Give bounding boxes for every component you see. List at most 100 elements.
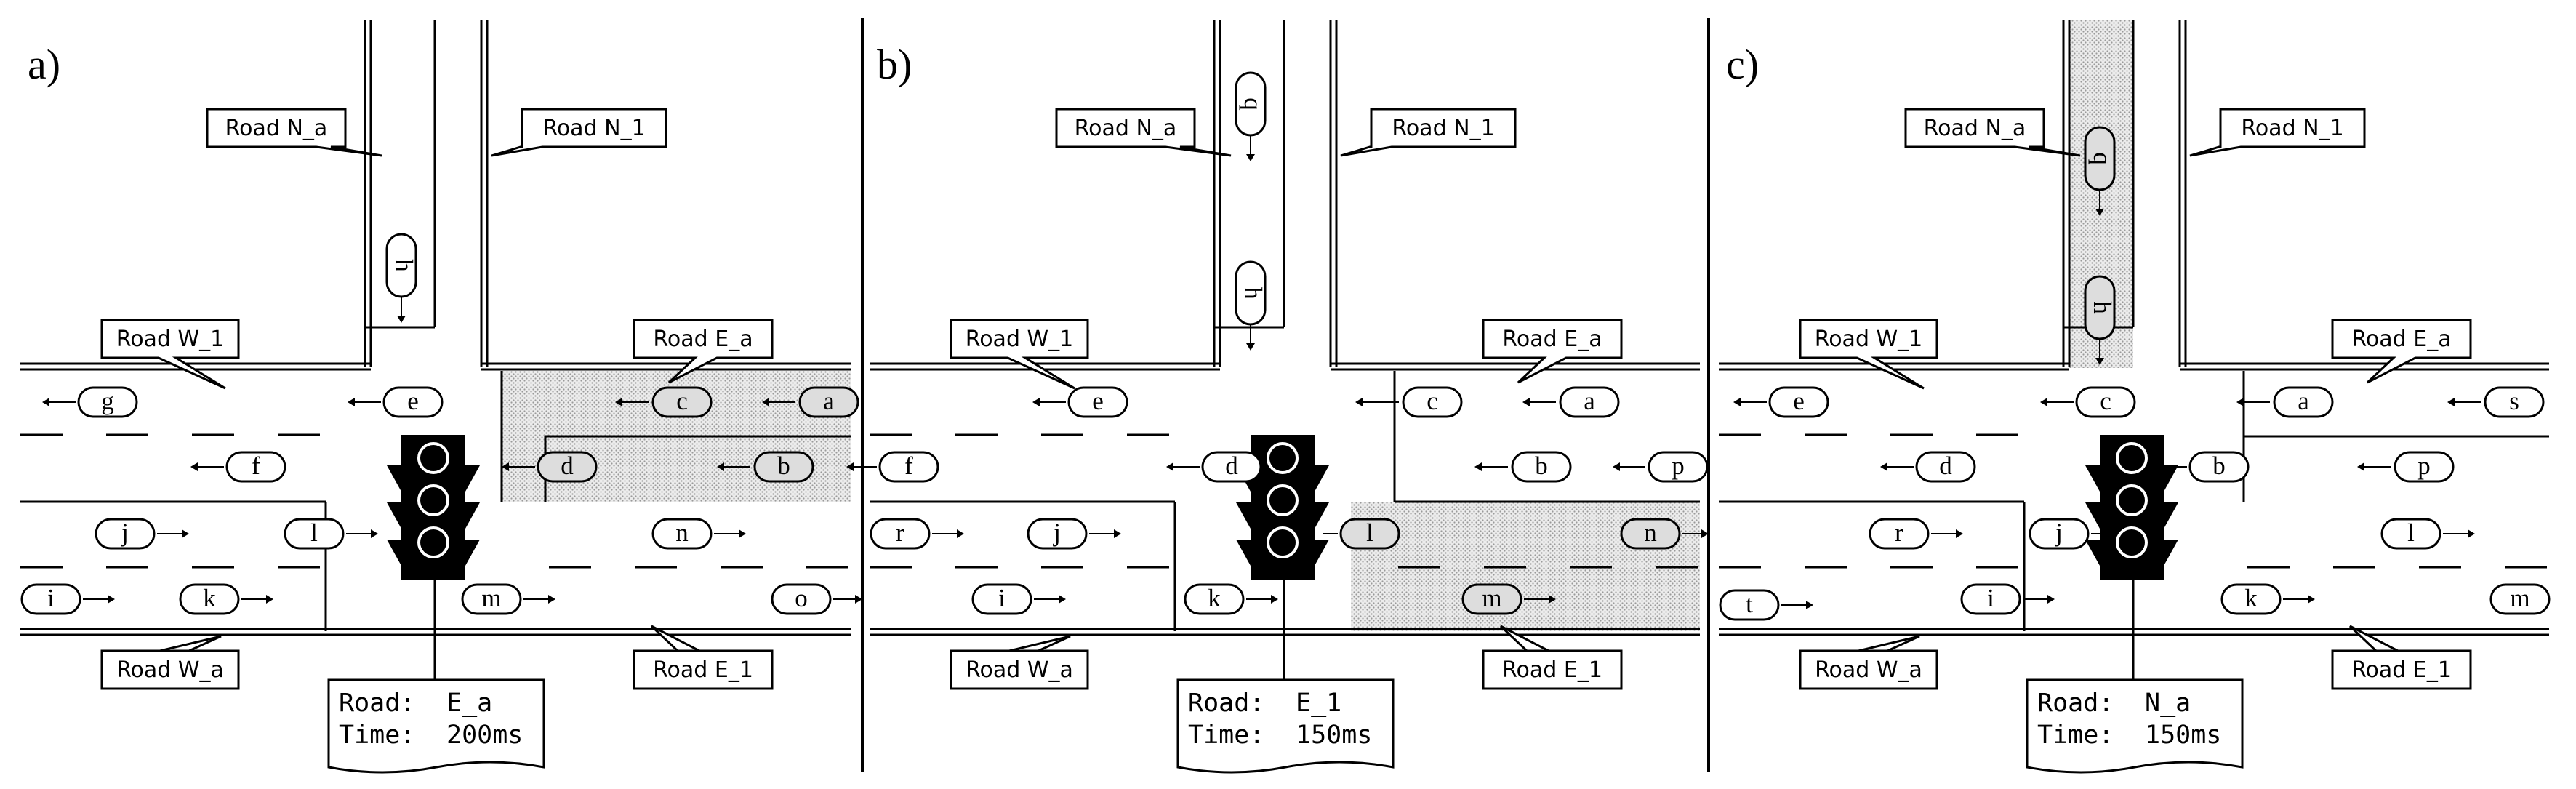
svg-text:e: e <box>407 387 419 415</box>
road-label-e-1: Road E_1 <box>2351 657 2452 683</box>
svg-text:k: k <box>203 584 216 612</box>
car-eastbound: r <box>1869 518 1963 550</box>
svg-text:s: s <box>2509 387 2519 415</box>
car-eastbound: k <box>1184 583 1278 615</box>
signal-info-box: Road: E_1 Time: 150ms <box>1176 678 1395 774</box>
svg-text:l: l <box>310 518 318 547</box>
road-label-w-1: Road W_1 <box>966 327 1074 352</box>
car-westbound: b <box>1474 451 1572 483</box>
svg-text:i: i <box>1987 584 1994 612</box>
car-westbound: e <box>1733 386 1829 418</box>
time-key: Time: <box>339 721 415 750</box>
svg-text:h: h <box>1239 287 1267 300</box>
svg-text:a: a <box>823 387 835 415</box>
svg-text:q: q <box>2088 152 2116 165</box>
svg-text:a: a <box>2298 387 2309 415</box>
car-eastbound: i <box>1960 583 2055 615</box>
svg-text:j: j <box>120 518 129 547</box>
panel-label: a) <box>28 41 60 88</box>
car-eastbound: m <box>461 583 555 615</box>
road-label-n-1: Road N_1 <box>2241 116 2343 141</box>
road-label-e-1: Road E_1 <box>653 657 753 683</box>
panel-a: a) <box>20 20 862 774</box>
svg-text:c: c <box>1427 387 1438 415</box>
svg-text:l: l <box>2407 518 2415 547</box>
svg-text:k: k <box>2244 584 2258 612</box>
time-value: 150ms <box>2145 721 2221 750</box>
car-westbound: d <box>502 451 598 483</box>
car-eastbound: j <box>2029 518 2113 550</box>
road-value: E_a <box>446 689 492 718</box>
panel-label: b) <box>877 41 912 88</box>
svg-text:p: p <box>2417 452 2431 480</box>
car-westbound: e <box>1032 386 1128 418</box>
car-westbound: a <box>2236 386 2334 418</box>
svg-text:d: d <box>1225 452 1238 480</box>
car-westbound: c <box>1355 386 1463 418</box>
car-eastbound: m <box>1461 583 1556 615</box>
svg-text:c: c <box>676 387 688 415</box>
svg-text:b: b <box>777 452 790 480</box>
road-label-e-a: Road E_a <box>2351 327 2451 352</box>
car-eastbound: l <box>1323 518 1400 550</box>
svg-text:c: c <box>2100 387 2111 415</box>
time-value: 150ms <box>1296 721 1372 750</box>
svg-text:j: j <box>1052 518 1061 547</box>
svg-text:e: e <box>1092 387 1104 415</box>
svg-text:m: m <box>1482 584 1501 612</box>
car-eastbound: o <box>771 583 862 615</box>
road-key: Road: <box>1188 689 1264 718</box>
panel-c: c) Road: N_a Time: <box>1719 20 2551 774</box>
car-eastbound: k <box>179 583 273 615</box>
car-westbound: b <box>2171 451 2250 483</box>
road-label-n-1: Road N_1 <box>542 116 645 141</box>
car-vertical: q <box>1235 71 1267 161</box>
road-value: N_a <box>2145 689 2191 718</box>
svg-text:j: j <box>2054 518 2063 547</box>
svg-text:f: f <box>904 452 913 480</box>
car-eastbound: j <box>95 518 189 550</box>
svg-text:b: b <box>1535 452 1548 480</box>
panel-label: c) <box>1726 41 1759 88</box>
car-eastbound: l <box>284 518 378 550</box>
car-eastbound: n <box>1620 518 1709 550</box>
svg-text:q: q <box>1239 97 1267 111</box>
svg-text:r: r <box>896 518 904 547</box>
road-label-n-1: Road N_1 <box>1392 116 1494 141</box>
svg-text:k: k <box>1208 584 1221 612</box>
car-westbound: d <box>1166 451 1262 483</box>
car-eastbound: t <box>1719 589 1813 621</box>
svg-text:t: t <box>1746 590 1753 618</box>
car-westbound: b <box>717 451 814 483</box>
traffic-light <box>2085 435 2178 580</box>
road-label-n-a: Road N_a <box>1075 116 1177 141</box>
traffic-light <box>387 435 480 580</box>
car-vertical: h <box>385 233 418 323</box>
car-westbound: s <box>2447 386 2545 418</box>
svg-text:i: i <box>998 584 1006 612</box>
svg-text:n: n <box>1644 518 1657 547</box>
svg-text:i: i <box>47 584 55 612</box>
car-eastbound: j <box>1027 518 1121 550</box>
car-westbound: a <box>762 386 859 418</box>
road-label-e-1: Road E_1 <box>1502 657 1602 683</box>
car-eastbound: i <box>20 583 115 615</box>
svg-text:a: a <box>1584 387 1595 415</box>
time-key: Time: <box>2037 721 2114 750</box>
car-eastbound: m <box>2489 583 2551 615</box>
panel-b: b) Road: E_1 Time: <box>846 20 1709 774</box>
road-label-w-1: Road W_1 <box>116 327 225 352</box>
car-vertical: h <box>2084 275 2116 365</box>
car-westbound: g <box>42 386 138 418</box>
road-value: E_1 <box>1296 689 1341 718</box>
car-westbound: p <box>1613 451 1709 483</box>
svg-text:b: b <box>2212 452 2226 480</box>
svg-text:f: f <box>252 452 260 480</box>
svg-text:h: h <box>390 259 418 272</box>
road-label-n-a: Road N_a <box>225 116 328 141</box>
svg-text:p: p <box>1672 452 1685 480</box>
car-vertical: q <box>2084 126 2116 216</box>
time-value: 200ms <box>446 721 523 750</box>
car-vertical: h <box>1235 260 1267 351</box>
